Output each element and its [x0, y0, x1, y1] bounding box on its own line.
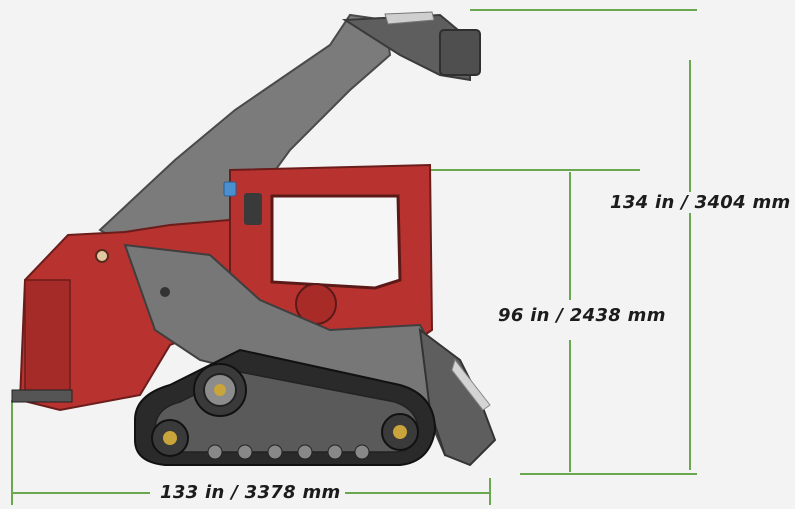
- operator-cab: [223, 163, 434, 346]
- machine-dimension-diagram: 134 in / 3404 mm 96 in / 2438 mm 133 in …: [11, 9, 791, 505]
- rear-bumper: [11, 389, 73, 403]
- track-loader-illustration: [11, 9, 697, 505]
- lift-arm: [98, 11, 481, 262]
- cab-height-label: 96 in / 2438 mm: [494, 305, 670, 326]
- overall-height-label: 134 in / 3404 mm: [606, 192, 795, 213]
- length-label: 133 in / 3378 mm: [156, 482, 345, 503]
- crawler-track: [134, 348, 437, 466]
- dimension-lines: [11, 9, 697, 505]
- side-frame: [123, 243, 497, 467]
